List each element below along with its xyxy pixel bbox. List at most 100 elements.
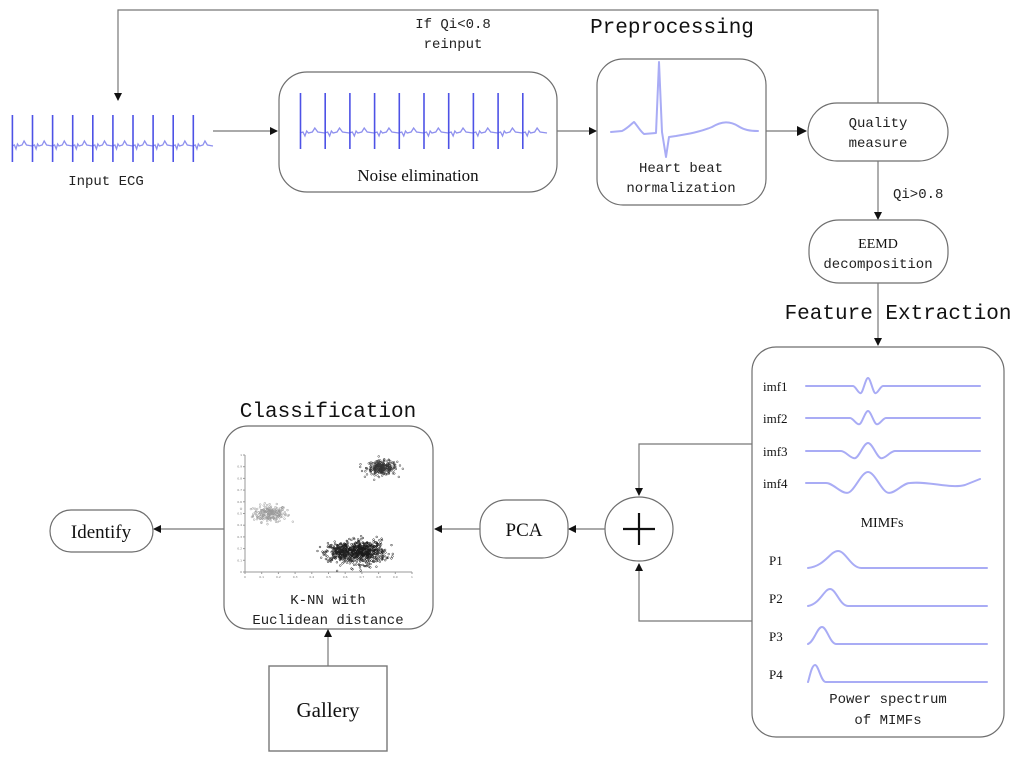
scatter-point — [359, 463, 362, 466]
scatter-point — [380, 538, 384, 542]
scatter-point — [370, 473, 373, 476]
heartbeat-normalization-node[interactable]: Heart beat normalization — [596, 58, 767, 206]
heartbeat-label-line1: Heart beat — [639, 161, 723, 177]
scatter-point — [363, 475, 367, 478]
y-tick-label: 0.8 — [237, 476, 242, 480]
scatter-point — [391, 555, 394, 558]
scatter-point — [264, 506, 267, 509]
scatter-point — [333, 540, 336, 543]
scatter-point — [341, 558, 344, 561]
scatter-point — [336, 546, 340, 549]
identify-node[interactable]: Identify — [49, 509, 154, 553]
scatter-point — [343, 552, 346, 555]
scatter-point — [366, 541, 369, 544]
scatter-point — [341, 562, 344, 565]
scatter-point — [360, 469, 364, 473]
scatter-point — [375, 565, 378, 568]
pass-condition-label: Qi>0.8 — [893, 187, 943, 203]
scatter-point — [352, 563, 356, 566]
scatter-point — [368, 541, 372, 545]
scatter-point — [340, 548, 343, 552]
scatter-point — [375, 559, 378, 563]
scatter-point — [269, 516, 272, 519]
pca-node[interactable]: PCA — [479, 499, 569, 559]
scatter-point — [333, 542, 337, 546]
x-tick-label: 0.5 — [326, 575, 331, 579]
scatter-point — [373, 461, 376, 464]
scatter-point — [275, 511, 279, 514]
scatter-point — [376, 466, 379, 469]
scatter-point — [369, 462, 372, 466]
y-tick-label: 0.4 — [237, 523, 242, 527]
power-label: P4 — [769, 667, 783, 682]
scatter-point — [352, 546, 356, 549]
scatter-point — [394, 463, 397, 467]
scatter-point — [267, 517, 270, 521]
eemd-node[interactable]: EEMD decomposition — [808, 219, 949, 284]
scatter-point — [263, 509, 267, 513]
scatter-point — [381, 463, 385, 466]
scatter-point — [267, 512, 270, 515]
scatter-point — [364, 559, 367, 562]
scatter-point — [396, 460, 399, 463]
scatter-point — [380, 552, 383, 555]
scatter-point — [272, 511, 275, 515]
scatter-point — [371, 542, 374, 546]
scatter-point — [359, 535, 363, 538]
scatter-point — [383, 548, 387, 552]
scatter-point — [318, 545, 322, 549]
scatter-point — [257, 511, 260, 514]
y-tick-label: 0.6 — [237, 500, 242, 504]
scatter-point — [363, 552, 366, 555]
scatter-point — [377, 455, 380, 458]
scatter-point — [373, 552, 376, 556]
scatter-point — [380, 555, 384, 558]
scatter-point — [316, 549, 319, 553]
scatter-point — [256, 507, 259, 511]
scatter-point — [361, 559, 365, 562]
scatter-point — [380, 548, 384, 551]
scatter-point — [262, 508, 265, 511]
x-tick-label: 0.3 — [293, 575, 298, 579]
scatter-point — [389, 467, 392, 470]
mimfs-caption: MIMFs — [861, 516, 904, 531]
heartbeat-label-line2: normalization — [626, 181, 735, 197]
scatter-point — [377, 549, 381, 552]
gallery-node[interactable]: Gallery — [268, 665, 388, 752]
scatter-point — [379, 547, 382, 550]
scatter-point — [361, 536, 365, 540]
scatter-point — [332, 552, 335, 556]
scatter-point — [366, 546, 369, 549]
scatter-point — [346, 544, 349, 547]
scatter-point — [328, 546, 332, 549]
scatter-point — [351, 568, 354, 571]
scatter-point — [397, 475, 400, 479]
summation-node[interactable] — [604, 496, 674, 562]
scatter-point — [326, 541, 330, 545]
scatter-point — [378, 462, 381, 466]
scatter-point — [352, 549, 355, 553]
scatter-point — [357, 548, 360, 551]
scatter-point — [350, 538, 353, 542]
quality-measure-node[interactable]: Quality measure — [807, 102, 949, 162]
scatter-point — [279, 515, 283, 519]
scatter-point — [265, 516, 269, 519]
imf-waveform — [805, 442, 981, 460]
scatter-point — [363, 557, 366, 561]
scatter-point — [346, 553, 349, 556]
noise-elimination-node[interactable]: Noise elimination — [278, 71, 558, 193]
scatter-point — [373, 467, 377, 470]
scatter-point — [374, 554, 378, 557]
scatter-point — [334, 557, 337, 560]
scatter-point — [369, 465, 372, 468]
scatter-point — [253, 518, 256, 521]
scatter-point — [324, 557, 328, 561]
scatter-point — [384, 551, 387, 554]
scatter-point — [328, 559, 331, 563]
scatter-point — [373, 560, 376, 563]
scatter-point — [287, 513, 290, 517]
scatter-point — [377, 459, 380, 462]
scatter-point — [275, 515, 278, 518]
